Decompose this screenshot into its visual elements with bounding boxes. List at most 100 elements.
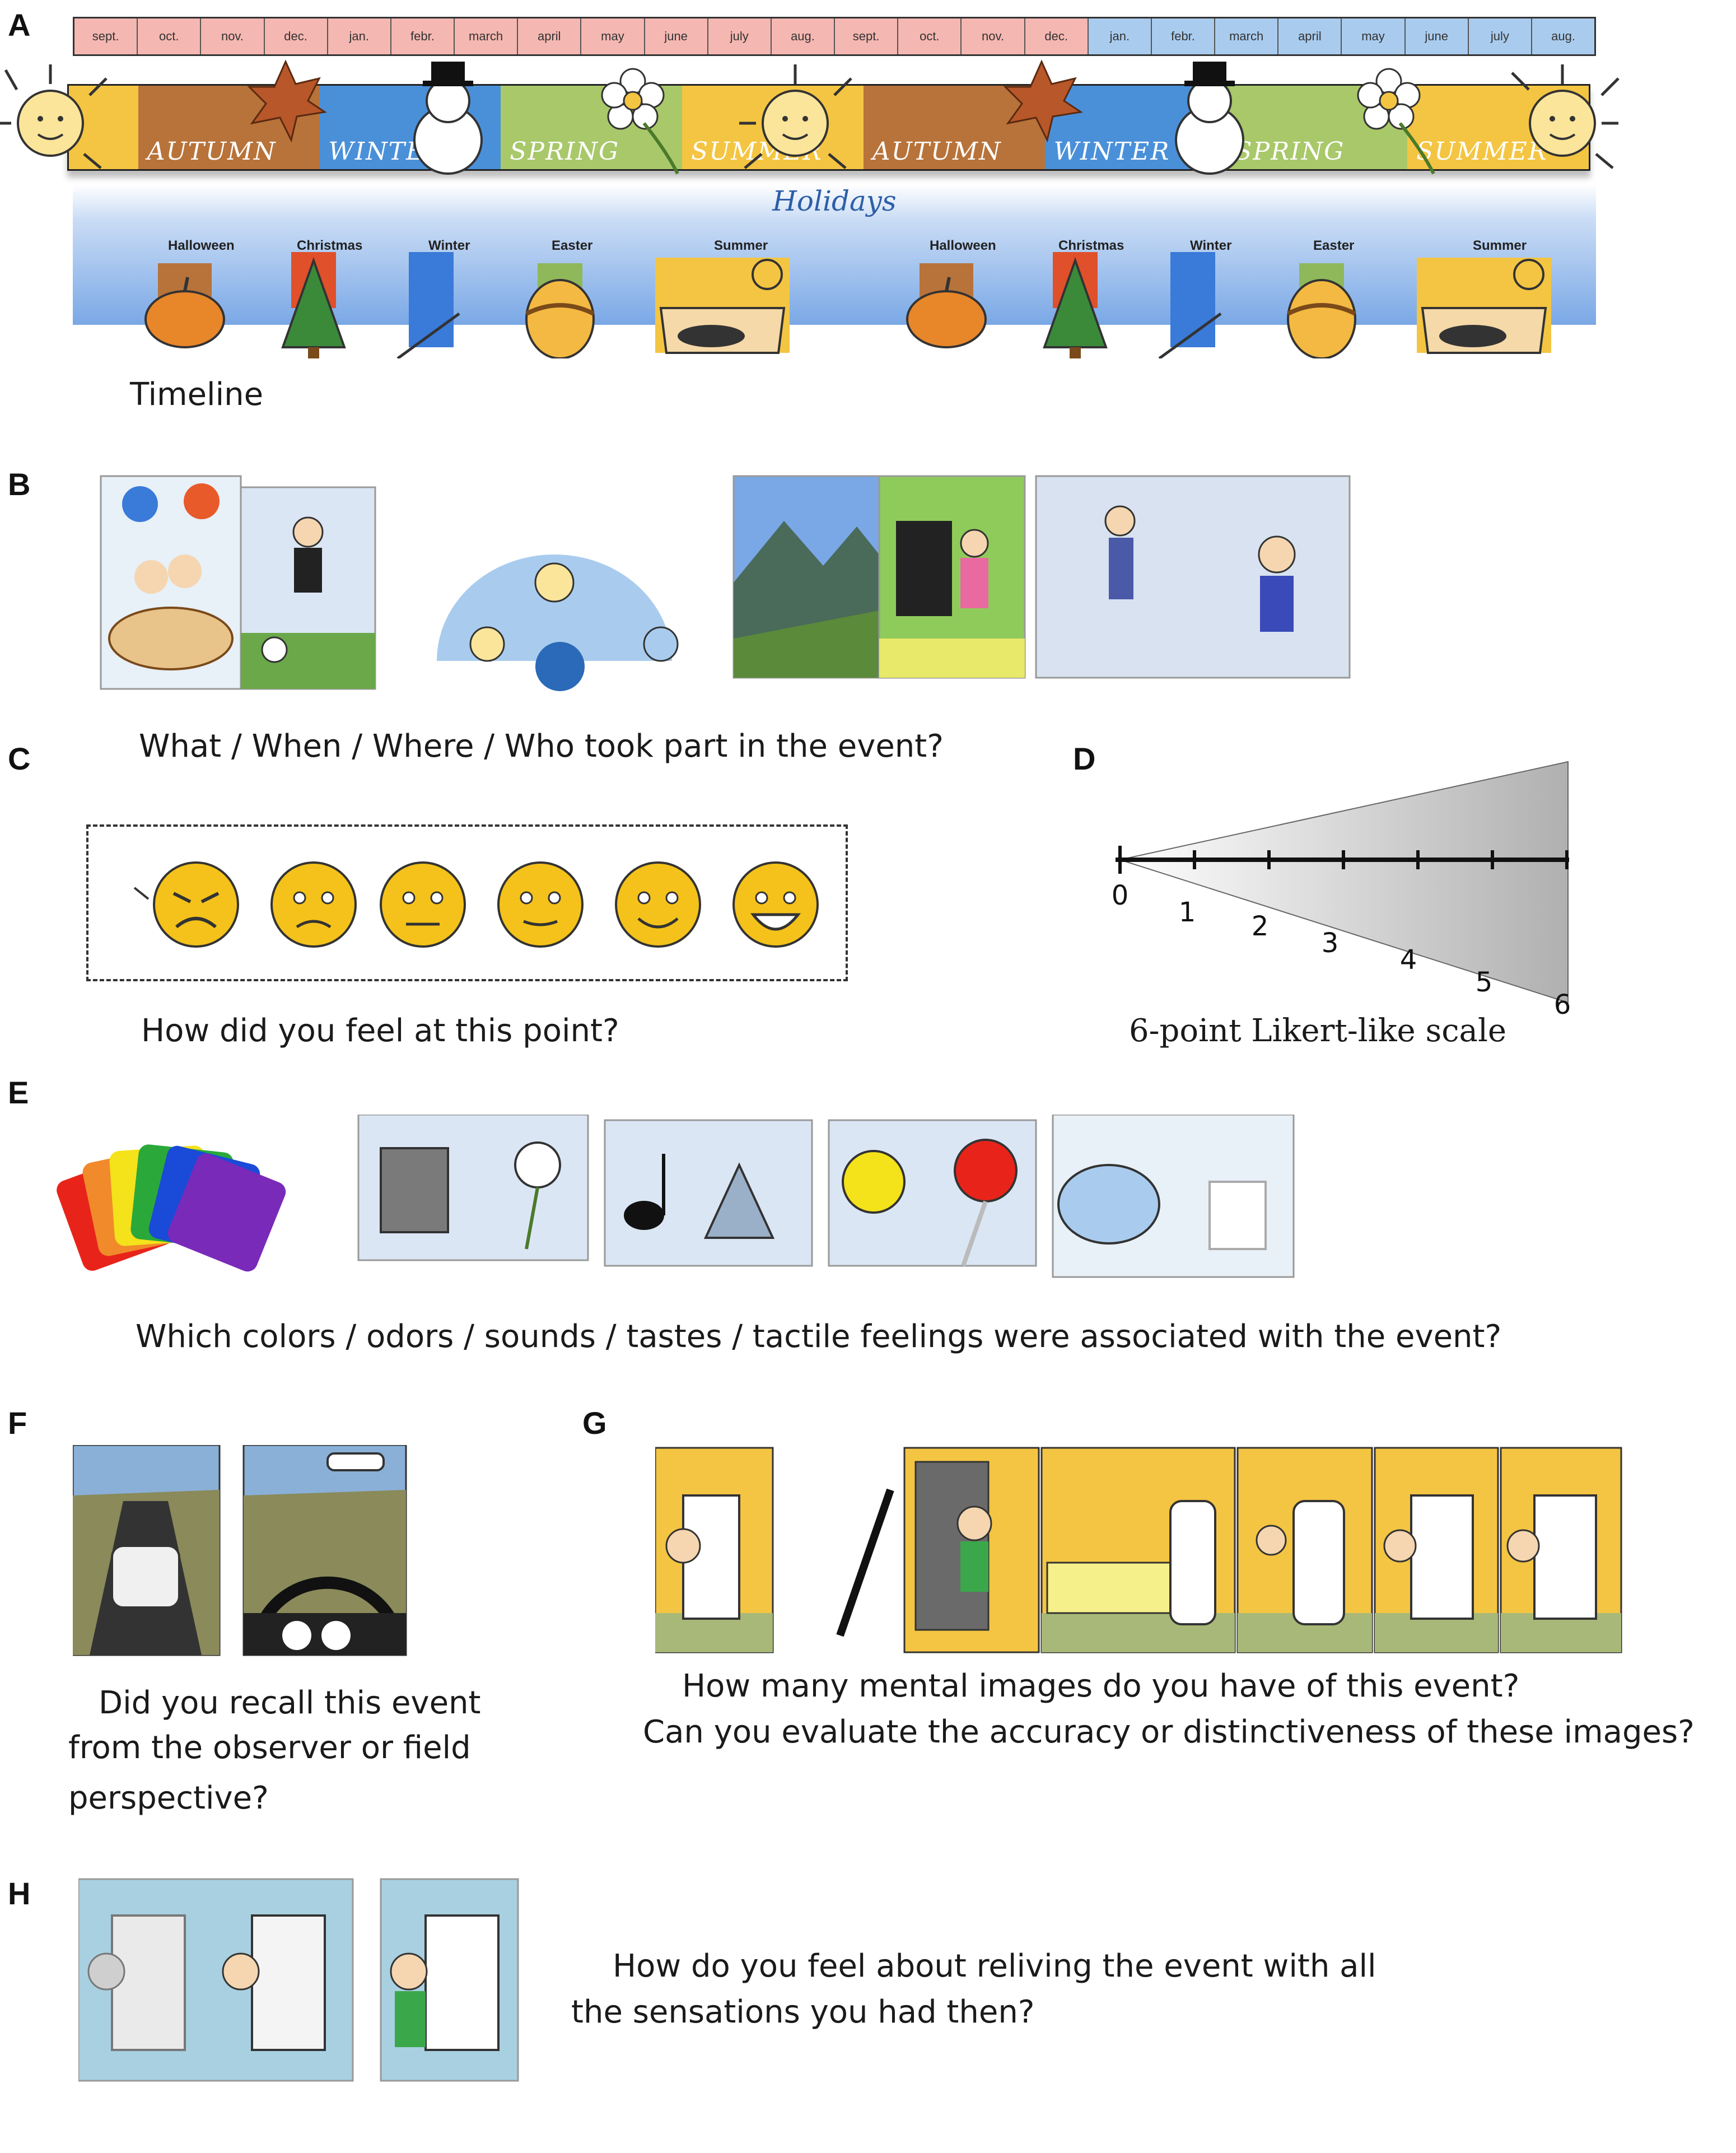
faded-memory-panel: [78, 1878, 354, 2082]
f-caption-line-1: Did you recall this event: [99, 1685, 481, 1721]
month-cell: july: [1468, 18, 1532, 54]
vivid-memory-panel: [380, 1878, 519, 2082]
beach-umbrella-icon: [655, 258, 790, 354]
holiday-label: Summer: [1473, 238, 1527, 253]
e-caption: Which colors / odors / sounds / tastes /…: [136, 1318, 1502, 1355]
field-perspective-icon: [242, 1445, 407, 1656]
month-cell: sept.: [74, 18, 138, 54]
month-cell: may: [581, 18, 645, 54]
month-cell: nov.: [962, 18, 1025, 54]
likert-tick-label: 0: [1112, 880, 1129, 911]
month-cell: sept.: [835, 18, 899, 54]
ski-icon: [396, 252, 460, 358]
panel-label-a: A: [8, 7, 31, 43]
panel-label-h: H: [8, 1876, 31, 1911]
maple-leaf-icon: [247, 59, 328, 143]
christmas-tree-icon: [1043, 252, 1108, 358]
month-cell: dec.: [1025, 18, 1089, 54]
h-caption-line-2: the sensations you had then?: [571, 1994, 1035, 2030]
g-caption-line-1: How many mental images do you have of th…: [682, 1668, 1520, 1704]
pumpkin-icon: [144, 263, 225, 348]
neutral-face-icon: [380, 861, 466, 948]
month-cell: febr.: [1151, 18, 1216, 54]
month-cell: oct.: [898, 18, 962, 54]
g-caption-line-2: Can you evaluate the accuracy or distinc…: [643, 1714, 1695, 1750]
month-cell: june: [645, 18, 708, 54]
month-cell: may: [1342, 18, 1406, 54]
month-cell: nov.: [201, 18, 265, 54]
tactile-icons: [1052, 1115, 1295, 1278]
holiday-label: Christmas: [1058, 238, 1124, 253]
sun-icon: [0, 64, 108, 169]
panel-label-f: F: [8, 1405, 27, 1441]
month-cell: jan.: [1088, 18, 1152, 54]
image-sequence-panel-1: [903, 1447, 1040, 1653]
f-caption-line-3: perspective?: [68, 1780, 269, 1816]
month-cell: jan.: [328, 18, 391, 54]
holidays-title: Holidays: [772, 185, 897, 217]
snowman-icon: [413, 62, 483, 175]
crying-face-icon: [133, 861, 239, 948]
season-segment: AUTUMN: [863, 86, 1045, 169]
image-sequence-panel-3: [1236, 1447, 1373, 1653]
people-icon: [1035, 475, 1351, 679]
likert-tick-label: 6: [1554, 989, 1571, 1020]
sun-icon: [739, 64, 852, 169]
month-cell: aug.: [1532, 18, 1595, 54]
image-sequence-panel-2: [1040, 1447, 1236, 1653]
color-cards-icon: [57, 1144, 286, 1272]
smile-face-icon: [615, 861, 701, 948]
likert-tick-label: 1: [1179, 897, 1196, 928]
panel-label-d: D: [1073, 741, 1096, 776]
holiday-label: Halloween: [168, 238, 235, 253]
month-cell: july: [708, 18, 772, 54]
holiday-label: Easter: [552, 238, 593, 253]
mental-images-illustrations: [655, 1447, 1622, 1653]
likert-tick-label: 5: [1476, 967, 1493, 998]
flower-icon: [1357, 68, 1435, 175]
d-caption: 6-point Likert-like scale: [1129, 1013, 1506, 1049]
mountain-landscape-icon: [732, 475, 880, 679]
season-segment: SPRING: [501, 86, 683, 169]
holiday-label: Summer: [714, 238, 768, 253]
easter-egg-icon: [1287, 263, 1356, 358]
classroom-icon: [878, 475, 1026, 679]
month-cell: april: [518, 18, 582, 54]
image-sequence-panel-5: [1500, 1447, 1622, 1653]
holiday-label: Winter: [1190, 238, 1232, 253]
christmas-tree-icon: [281, 252, 346, 358]
likert-wedge: [1118, 761, 1569, 1004]
soccer-player-icon: [240, 486, 376, 690]
slight-smile-face-icon: [497, 861, 584, 948]
panel-label-e: E: [8, 1075, 29, 1110]
single-image-panel: [655, 1447, 774, 1653]
separator-slash: [836, 1488, 894, 1637]
holiday-label: Christmas: [297, 238, 363, 253]
month-cell: dec.: [264, 18, 328, 54]
h-caption-line-1: How do you feel about reliving the event…: [613, 1948, 1376, 1984]
maple-leaf-icon: [1003, 59, 1084, 143]
month-cell: march: [1215, 18, 1279, 54]
birthday-party-icon: [100, 475, 242, 690]
reliving-illustrations: [78, 1878, 519, 2082]
c-caption: How did you feel at this point?: [141, 1013, 619, 1049]
event-context-illustrations: [100, 475, 1351, 691]
holiday-illustrations: [144, 252, 1551, 358]
pumpkin-icon: [906, 263, 987, 348]
likert-tick-label: 4: [1400, 944, 1417, 976]
season-illustrations: [0, 59, 1620, 175]
emotion-faces: [133, 861, 819, 948]
time-of-day-icon: [437, 554, 679, 691]
holiday-label: Halloween: [930, 238, 996, 253]
beach-umbrella-icon: [1417, 258, 1551, 354]
ski-icon: [1158, 252, 1222, 358]
odor-icons: [357, 1115, 589, 1261]
panel-label-b: B: [8, 467, 31, 502]
month-cell: aug.: [771, 18, 836, 54]
f-caption-line-2: from the observer or field: [68, 1730, 471, 1766]
perspective-illustrations: [73, 1445, 407, 1656]
flower-icon: [601, 68, 679, 175]
month-cell: april: [1278, 18, 1342, 54]
